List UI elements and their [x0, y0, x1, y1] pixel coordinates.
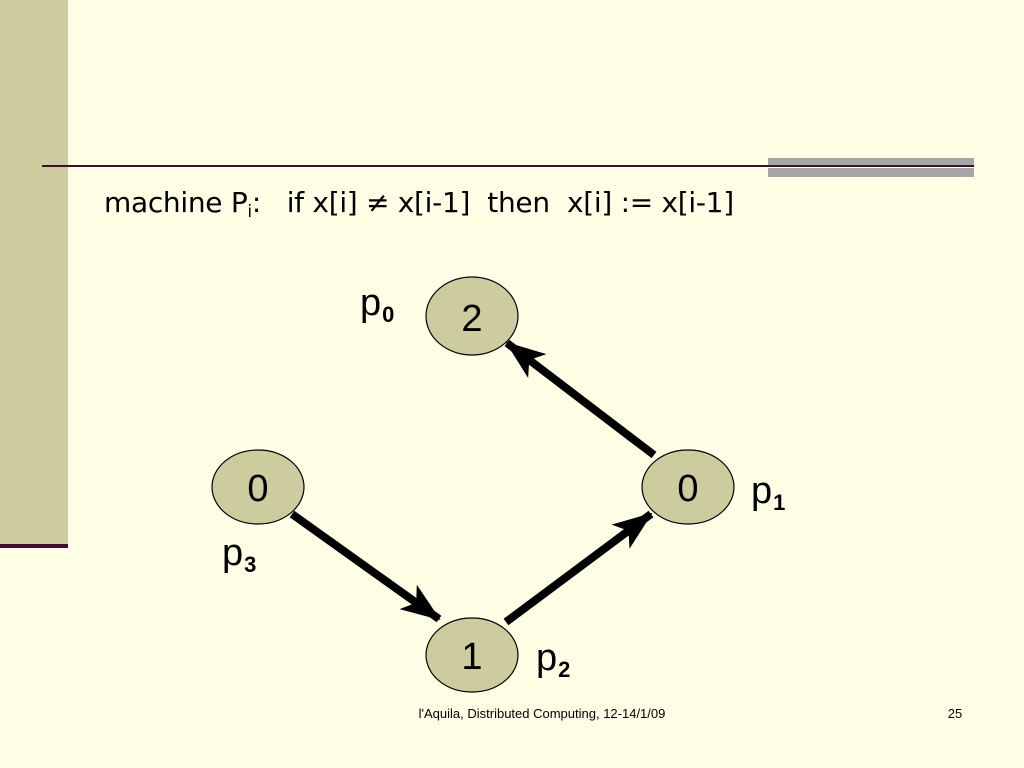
- footer-text: l'Aquila, Distributed Computing, 12-14/1…: [418, 706, 666, 721]
- label-p0: p0: [360, 282, 394, 327]
- label-p2-main: p: [536, 637, 557, 679]
- node-p0-value: 2: [461, 298, 482, 340]
- node-p0: 2: [425, 276, 519, 356]
- label-p1: p1: [751, 470, 785, 515]
- node-p1-circle: [641, 449, 735, 525]
- edge-p3-p2: [289, 510, 442, 623]
- label-p1-sub: 1: [773, 490, 785, 515]
- label-p3: p3: [222, 532, 256, 577]
- label-p1-main: p: [751, 470, 772, 512]
- node-p1-value: 0: [677, 468, 698, 510]
- node-p3-circle: [211, 449, 305, 525]
- edge-p2-p1: [503, 510, 654, 626]
- page-number: 25: [947, 706, 963, 721]
- edge-p1-p0: [504, 339, 657, 459]
- node-p2-circle: [425, 617, 519, 693]
- label-p0-main: p: [360, 282, 381, 324]
- label-p2: p2: [536, 637, 570, 682]
- label-p3-main: p: [222, 532, 243, 574]
- node-p0-circle: [425, 276, 519, 356]
- label-p2-sub: 2: [558, 657, 570, 682]
- node-p3-value: 0: [247, 468, 268, 510]
- title-rest: : if x[i] ≠ x[i-1] then x[i] := x[i-1]: [251, 186, 734, 219]
- node-p1: 0: [641, 449, 735, 525]
- accent-bar-bottom: [768, 168, 974, 177]
- accent-bar-top: [768, 158, 974, 165]
- label-p3-sub: 3: [244, 552, 256, 577]
- sidebar-bar: [0, 0, 68, 548]
- node-p3: 0: [211, 449, 305, 525]
- node-p2-value: 1: [461, 636, 482, 678]
- slide-title: machine Pi: if x[i] ≠ x[i-1] then x[i] :…: [104, 186, 734, 222]
- title-rule: [42, 165, 974, 167]
- title-prefix: machine P: [104, 186, 248, 219]
- title-subscript: i: [247, 202, 252, 222]
- label-p0-sub: 0: [382, 302, 394, 327]
- sidebar-rule: [0, 544, 68, 548]
- node-p2: 1: [425, 617, 519, 693]
